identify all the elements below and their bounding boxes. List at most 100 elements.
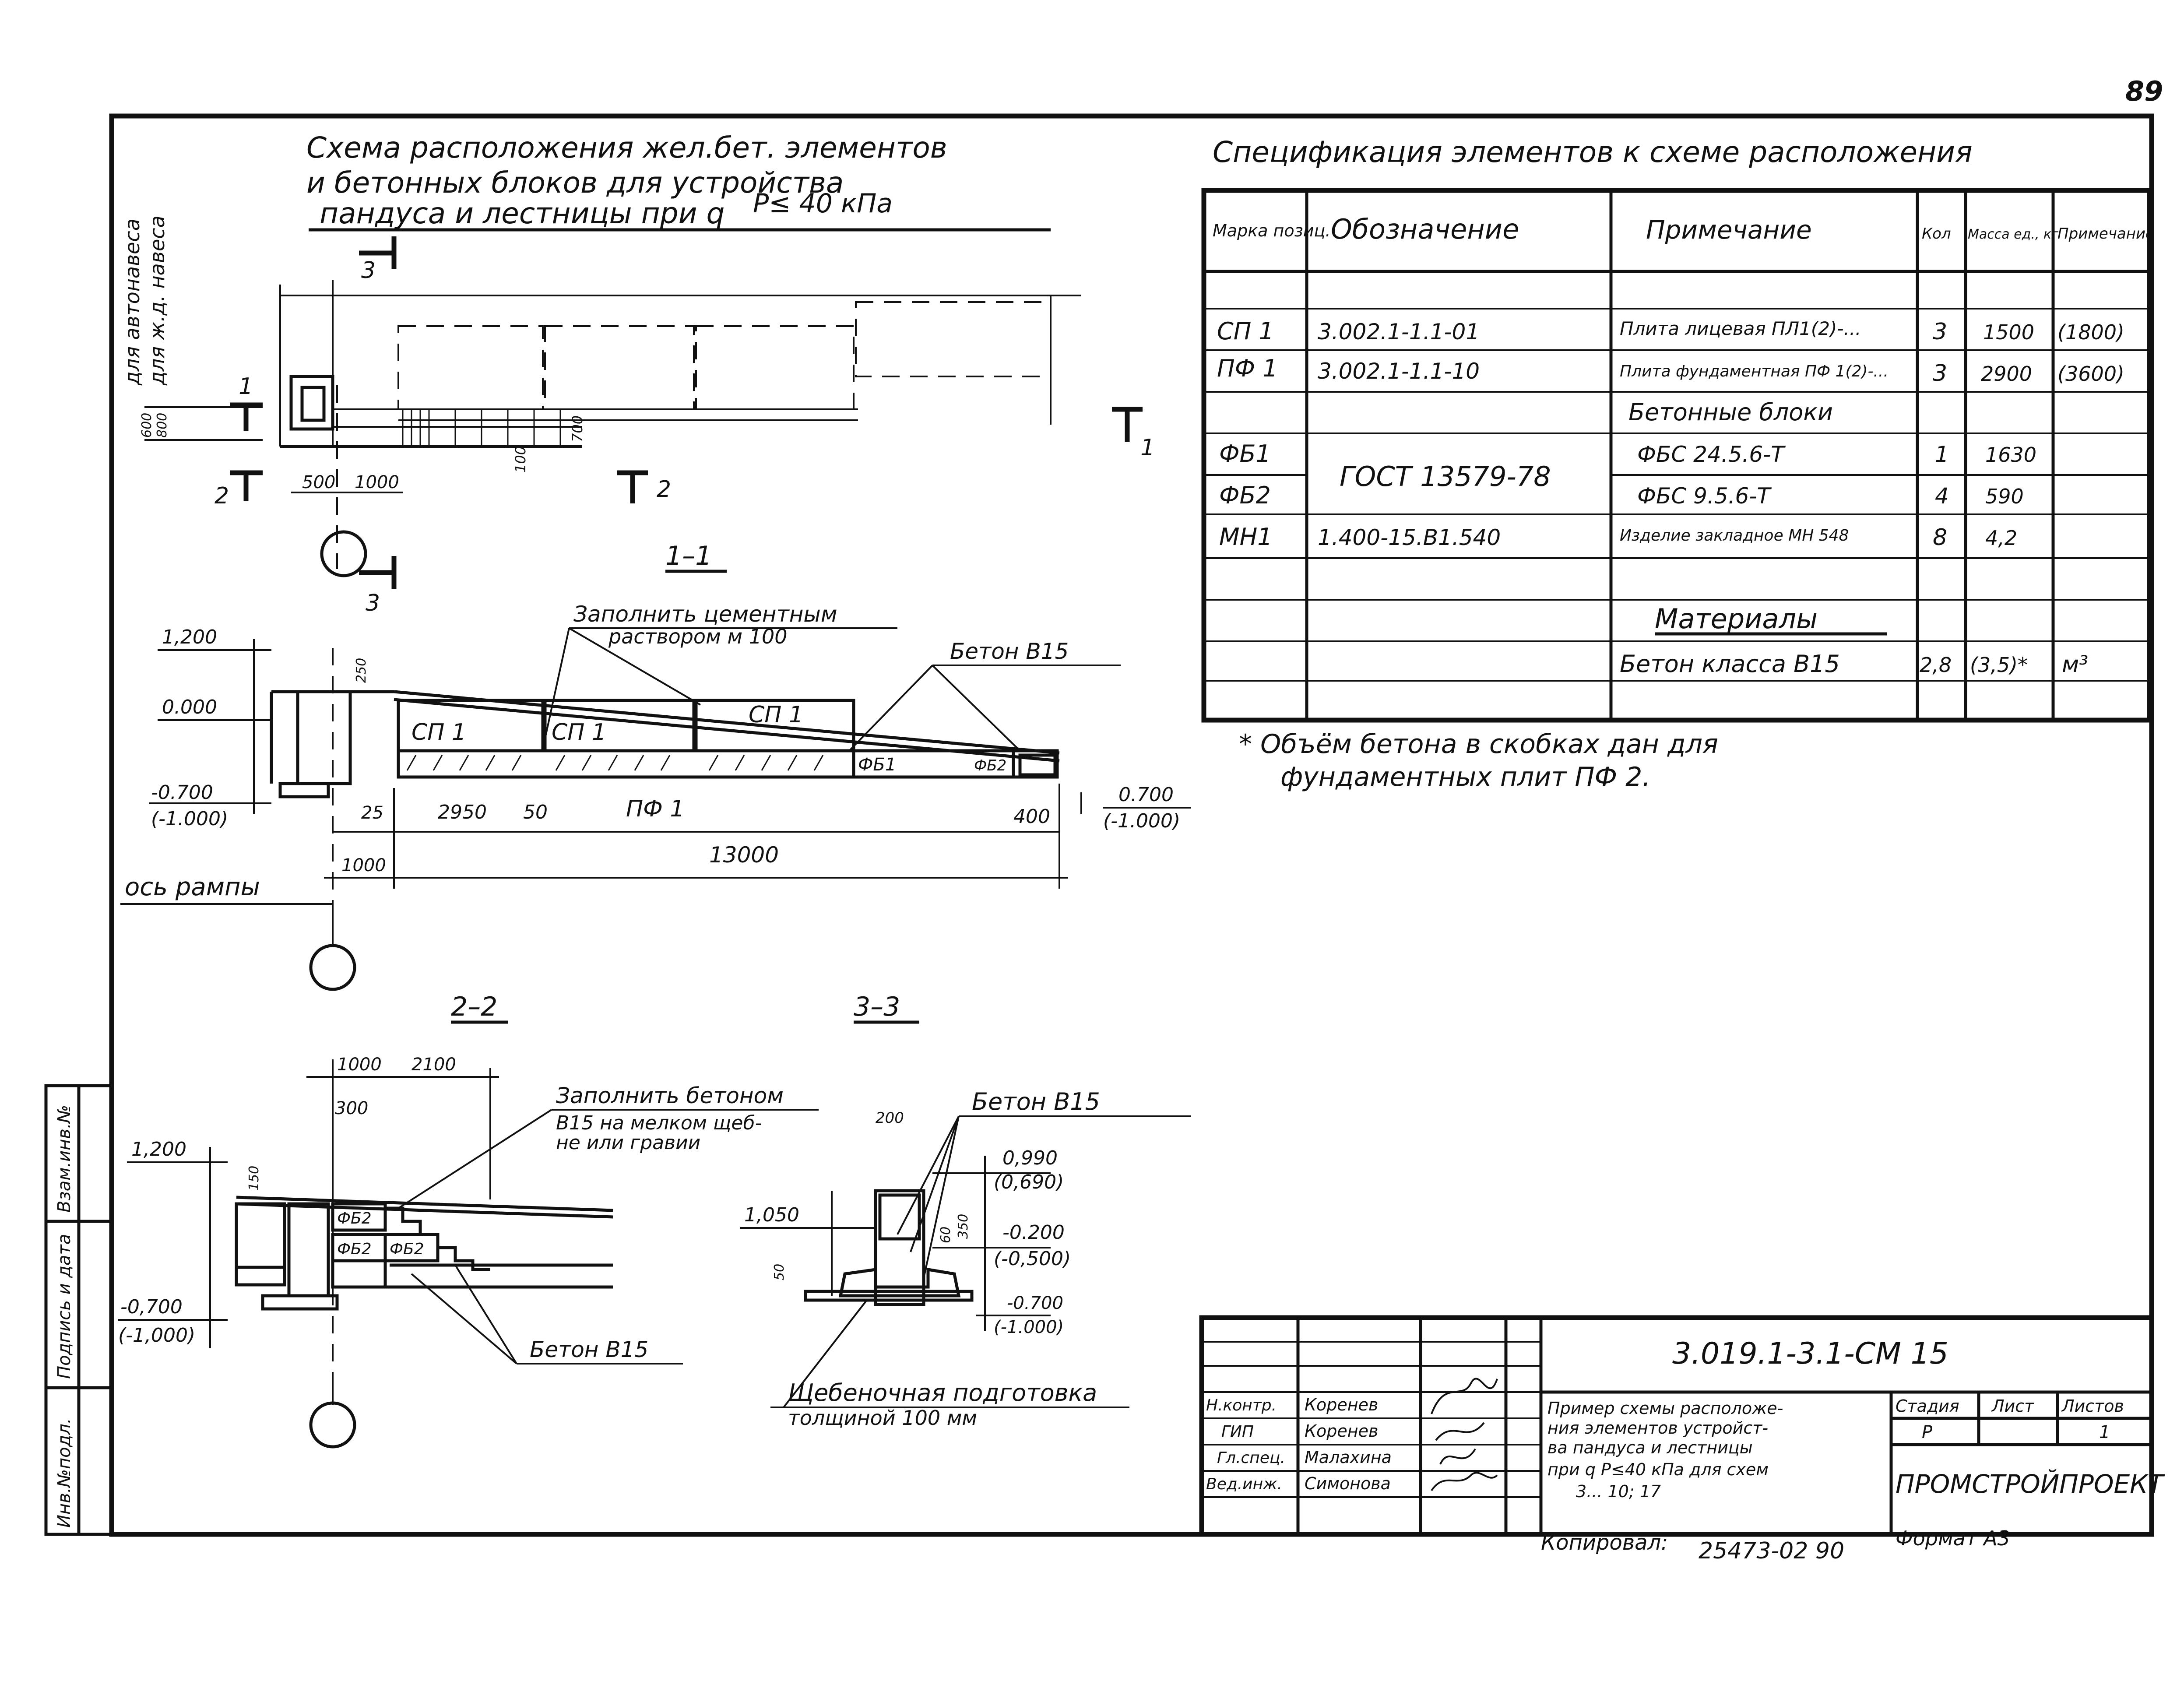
- section-mark-1-left: 1: [230, 373, 263, 431]
- section-1-label-sp1-c: СП 1: [749, 702, 803, 728]
- copied-value: 25473-02 90: [1699, 1538, 1844, 1564]
- section-mark-2-right: 2: [617, 470, 671, 503]
- title-sheets-header: Листов: [2061, 1396, 2124, 1416]
- section-2-note-concrete: Бетон В15: [530, 1337, 648, 1362]
- title-name-3: Малахина: [1305, 1448, 1392, 1467]
- section-2-dim-1000: 1000: [337, 1055, 382, 1075]
- axis-bubble-plan: [320, 530, 367, 577]
- axis-bubble-section-1: [309, 944, 356, 991]
- section-3-elev-m0200: -0.200: [1002, 1221, 1065, 1244]
- plan-title-line1: Схема расположения жел.бет. элементов: [306, 131, 947, 165]
- section-1-dim-25: 25: [361, 803, 383, 823]
- axis-label-ramp: ось рампы: [125, 873, 260, 901]
- spec-row-8-name: Материалы: [1655, 603, 1818, 635]
- section-1-dim-50: 50: [523, 801, 548, 823]
- plan-title-line2: и бетонных блоков для устройства: [306, 166, 844, 200]
- section-1-label-sp1-a: СП 1: [411, 719, 466, 746]
- spec-row-6-mass: 4,2: [1985, 526, 2017, 550]
- section-1-elev-m1000: (-1.000): [151, 808, 228, 830]
- title-desc-line2: ния элементов устройст-: [1547, 1418, 1768, 1438]
- side-stamp: Инв.№подл. Подпись и дата Взам.инв.№: [44, 1084, 113, 1536]
- spec-header-qty: Кол: [1922, 225, 1951, 243]
- section-3-elev-0690: (0,690): [994, 1171, 1064, 1193]
- spec-row-5-mark: ФБ2: [1219, 482, 1271, 509]
- section-2-elev-m1000: (-1,000): [118, 1324, 195, 1347]
- title-name-1: Коренев: [1305, 1395, 1378, 1414]
- section-1-label-fb1: ФБ1: [858, 755, 896, 775]
- spec-row-9-mass: (3,5)*: [1970, 653, 2028, 677]
- section-2-block-fb2-c: ФБ2: [390, 1240, 424, 1258]
- section-2-title: 2–2: [451, 992, 497, 1022]
- plan-side-label-2: для ж.д. навеса: [145, 215, 169, 386]
- section-2-note-gravel: не или гравии: [556, 1132, 700, 1154]
- section-3-3: 3–3 Бетон В15 200 0,990 (0,690) 1,050 -0…: [740, 992, 1191, 1430]
- title-name-2: Коренев: [1305, 1421, 1378, 1441]
- section-2-dim-2100: 2100: [411, 1055, 456, 1075]
- spec-row-1-mass: 1500: [1983, 320, 2034, 344]
- section-3-elev-0990: 0,990: [1002, 1147, 1058, 1169]
- plan-height-800: 800: [155, 413, 170, 438]
- plan-title-line3: пандуса и лестницы при q: [320, 197, 724, 230]
- plan-dim-500: 500: [302, 472, 335, 492]
- spec-row-9-qty: 2,8: [1920, 653, 1952, 677]
- section-3-dim-200: 200: [876, 1109, 904, 1127]
- title-role-vedinzh: Вед.инж.: [1206, 1475, 1282, 1493]
- section-2-2: 2–2 1000 2100 300 1,200 150 -0,700 (-1,0…: [118, 992, 819, 1449]
- spec-row-4-qty: 1: [1935, 442, 1949, 467]
- plan-dim-1000: 1000: [355, 472, 399, 492]
- section-3-elev-m0700: -0.700: [1007, 1293, 1063, 1313]
- title-desc-line1: Пример схемы расположе-: [1547, 1399, 1783, 1418]
- spec-row-5-name: ФБС 9.5.6-Т: [1637, 483, 1772, 509]
- section-2-note-fill: Заполнить бетоном: [556, 1083, 784, 1108]
- title-desc-line4: при q P≤40 кПа для схем: [1547, 1460, 1769, 1479]
- spec-gost: ГОСТ 13579-78: [1340, 461, 1551, 492]
- svg-text:3: 3: [361, 257, 376, 284]
- section-3-dim-50: 50: [772, 1264, 787, 1280]
- spec-row-6-name: Изделие закладное МН 548: [1620, 527, 1849, 545]
- title-role-gip: ГИП: [1221, 1423, 1254, 1441]
- section-mark-3-top: 3: [359, 236, 397, 284]
- spec-row-5-qty: 4: [1935, 483, 1949, 509]
- spec-row-3-name: Бетонные блоки: [1628, 398, 1833, 426]
- section-2-block-fb2-a: ФБ2: [337, 1210, 372, 1227]
- section-1-dim-400: 400: [1013, 805, 1050, 828]
- section-1-elev-0000: 0.000: [162, 696, 217, 718]
- section-2-block-fb2-b: ФБ2: [337, 1240, 372, 1258]
- title-stage-value: Р: [1922, 1422, 1933, 1442]
- spec-row-1-note: (1800): [2057, 320, 2124, 344]
- section-1-elev-1200: 1,200: [162, 626, 217, 648]
- title-sheets-value: 1: [2099, 1422, 2110, 1442]
- svg-text:1: 1: [239, 373, 253, 400]
- spec-footnote-line1: * Объём бетона в скобках дан для: [1239, 729, 1718, 760]
- spec-title: Спецификация элементов к схеме расположе…: [1213, 135, 1973, 169]
- section-1-elev-0700-right: 0.700: [1118, 784, 1174, 806]
- section-3-dim-350: 350: [956, 1214, 971, 1239]
- section-1-mortar-hatch: [406, 755, 824, 771]
- section-1-note-fill: Заполнить цементным: [573, 601, 837, 627]
- spec-row-1-designation: 3.002.1-1.1-01: [1318, 319, 1480, 345]
- drawing-frame: [109, 113, 2154, 1537]
- section-2-elev-m0700: -0,700: [120, 1296, 183, 1318]
- spec-header-mark: Марка позиц.: [1213, 221, 1330, 240]
- spec-footnote-line2: фундаментных плит ПФ 2.: [1280, 762, 1651, 792]
- spec-row-2-note: (3600): [2057, 362, 2124, 386]
- title-name-4: Симонова: [1305, 1474, 1391, 1493]
- stamp-cell-sign: Подпись и дата: [54, 1234, 74, 1379]
- section-3-elev-m0500: (-0,500): [994, 1248, 1071, 1270]
- spec-row-1-mark: СП 1: [1217, 317, 1274, 345]
- title-stage-header: Стадия: [1896, 1396, 1959, 1416]
- spec-row-9-name: Бетон класса В15: [1620, 650, 1840, 678]
- spec-row-2-mass: 2900: [1981, 362, 2032, 386]
- svg-text:3: 3: [366, 590, 380, 616]
- spec-header-note: Примечание: [2057, 225, 2155, 243]
- spec-row-6-qty: 8: [1933, 524, 1947, 551]
- spec-row-2-name: Плита фундаментная ПФ 1(2)-...: [1620, 362, 1889, 380]
- stamp-cell-inv: Инв.№подл.: [54, 1418, 74, 1528]
- spec-row-2-designation: 3.002.1-1.1-10: [1318, 359, 1480, 384]
- section-1-dim-2950: 2950: [438, 801, 487, 823]
- title-role-glspec: Гл.спец.: [1217, 1449, 1285, 1467]
- format-label: Формат А3: [1896, 1526, 2010, 1550]
- spec-table: Спецификация элементов к схеме расположе…: [1201, 135, 2155, 792]
- section-1-note-concrete: Бетон В15: [950, 639, 1069, 664]
